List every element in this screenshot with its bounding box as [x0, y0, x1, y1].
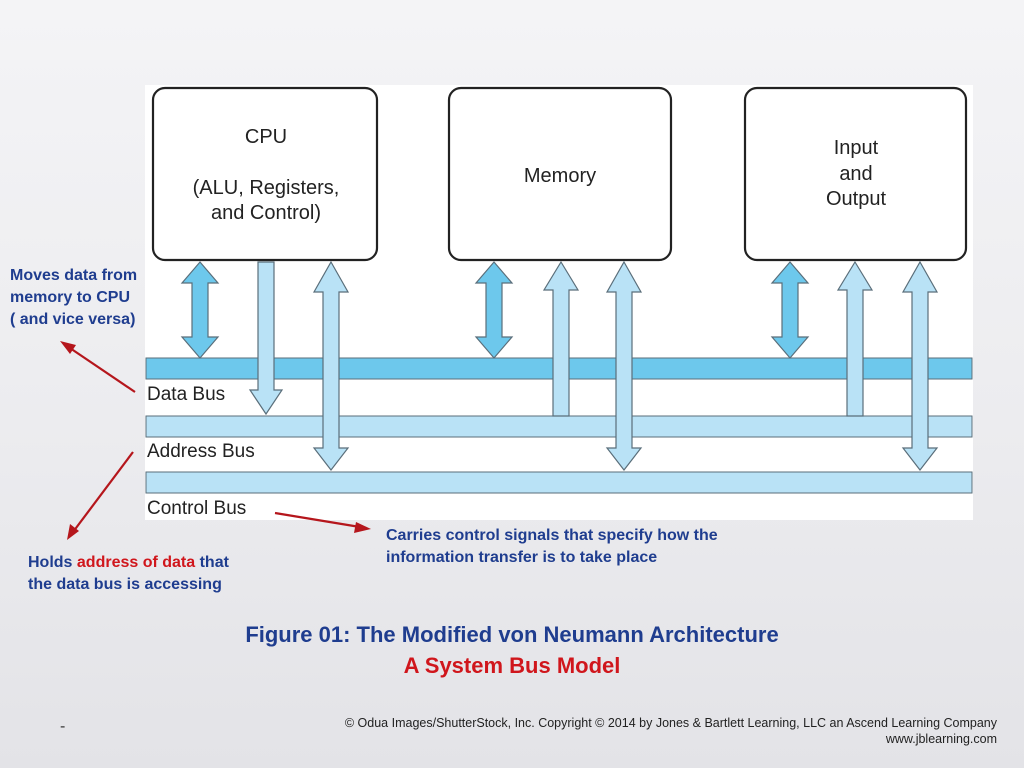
- memory-address-arrow: [542, 260, 580, 417]
- data-bus-note-line1: Moves data from: [10, 267, 138, 284]
- cpu-title: CPU: [245, 126, 287, 148]
- address-bus-note-post: that: [195, 554, 229, 571]
- data-bus-label: Data Bus: [147, 384, 225, 405]
- io-title-line3: Output: [826, 188, 886, 210]
- io-control-arrow: [901, 260, 939, 471]
- control-bus-bar: [145, 471, 973, 494]
- memory-data-arrow: [474, 261, 514, 359]
- cpu-control-arrow: [312, 260, 350, 471]
- data-bus-pointer-arrowhead: [60, 341, 76, 354]
- figure-title: Figure 01: The Modified von Neumann Arch…: [245, 622, 779, 647]
- address-bus-label: Address Bus: [147, 441, 255, 462]
- control-bus-note: Carries control signals that specify how…: [386, 525, 718, 569]
- slide-dash: -: [60, 718, 66, 735]
- data-bus-note: Moves data from memory to CPU ( and vice…: [10, 265, 137, 331]
- memory-title: Memory: [524, 165, 596, 187]
- cpu-subtitle-line1: (ALU, Registers,: [193, 177, 340, 199]
- data-bus-note-line2: memory to CPU: [10, 289, 131, 306]
- io-title-line2: and: [839, 163, 872, 185]
- copyright-credit: © Odua Images/ShutterStock, Inc. Copyrig…: [344, 716, 997, 730]
- control-bus-pointer-arrow: [274, 511, 367, 530]
- control-bus-note-line2: information transfer is to take place: [386, 549, 658, 566]
- cpu-box: [151, 86, 379, 262]
- cpu-data-arrow: [180, 261, 220, 359]
- io-address-arrow: [836, 260, 874, 417]
- io-data-arrow: [770, 261, 810, 359]
- address-bus-note-line2: the data bus is accessing: [28, 576, 222, 593]
- io-title-line1: Input: [834, 137, 879, 159]
- figure-caption: Figure 01: The Modified von Neumann Arch…: [0, 619, 1024, 681]
- cpu-address-arrow: [248, 261, 284, 416]
- address-of-data-highlight: address of data: [76, 554, 196, 571]
- control-bus-label: Control Bus: [147, 498, 246, 519]
- address-bus-note-pre: Holds: [28, 554, 77, 571]
- figure-subtitle: A System Bus Model: [403, 653, 621, 678]
- address-bus-bar: [145, 415, 973, 438]
- control-bus-pointer-arrowhead: [354, 522, 371, 533]
- publisher-url: www.jblearning.com: [885, 732, 997, 746]
- io-box: [743, 86, 968, 262]
- address-bus-pointer-arrowhead: [67, 524, 79, 540]
- memory-box: [447, 86, 673, 262]
- data-bus-pointer-arrow: [63, 343, 136, 393]
- address-bus-pointer-arrow: [69, 451, 134, 537]
- address-bus-note-line1: Holds address of data that: [28, 552, 229, 574]
- address-bus-note: Holds address of data that the data bus …: [28, 552, 229, 596]
- control-bus-note-line1: Carries control signals that specify how…: [386, 527, 718, 544]
- data-bus-note-line3: ( and vice versa): [10, 311, 136, 328]
- cpu-subtitle-line2: and Control): [211, 202, 321, 224]
- memory-control-arrow: [605, 260, 643, 471]
